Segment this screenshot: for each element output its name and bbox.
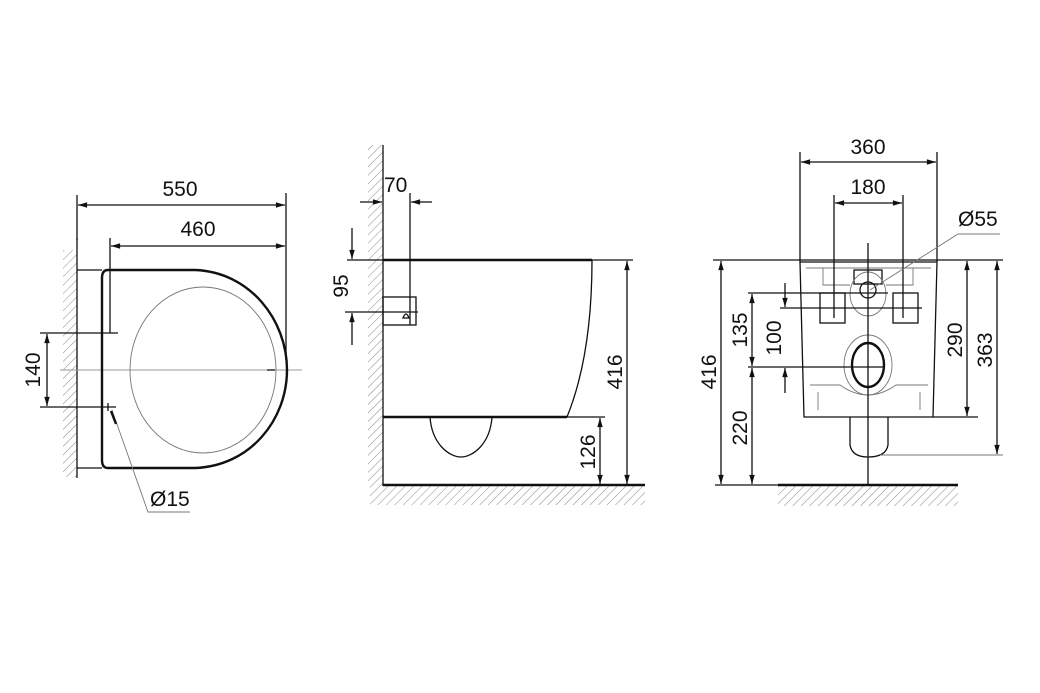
leader-line [869, 233, 1000, 291]
dim-360: 360 [850, 136, 885, 159]
bowl-opening [129, 286, 277, 454]
wall-hatching [368, 145, 383, 485]
dim-363: 363 [974, 332, 997, 367]
dim-460: 460 [180, 218, 215, 241]
dim-d15: Ø15 [150, 488, 190, 511]
front-view: 360 180 Ø55 416 135 220 100 290 363 [698, 136, 1003, 506]
seat-outline [100, 268, 289, 470]
dim-550: 550 [162, 178, 197, 201]
dim-140: 140 [22, 352, 45, 387]
dim-100: 100 [763, 320, 786, 355]
dim-220: 220 [729, 410, 752, 445]
floor-hatching [778, 486, 958, 506]
dim-135: 135 [729, 312, 752, 347]
dim-180: 180 [850, 176, 885, 199]
dim-d55: Ø55 [958, 208, 998, 231]
spigot-outline [849, 417, 889, 458]
bowl-profile [566, 259, 593, 418]
dim-95: 95 [330, 274, 353, 297]
wall-hatching [63, 250, 77, 477]
floor-hatching [370, 485, 645, 505]
top-view: 550 460 140 Ø15 [22, 178, 302, 513]
leader-line [111, 409, 190, 513]
dim-126: 126 [577, 434, 600, 469]
wall-bracket [382, 296, 417, 326]
side-view: 70 95 416 126 [330, 145, 645, 505]
dim-290: 290 [944, 322, 967, 357]
dim-416-front: 416 [698, 354, 721, 389]
dim-416-side: 416 [604, 354, 627, 389]
dim-70: 70 [384, 174, 407, 197]
trap-outline [429, 416, 493, 458]
